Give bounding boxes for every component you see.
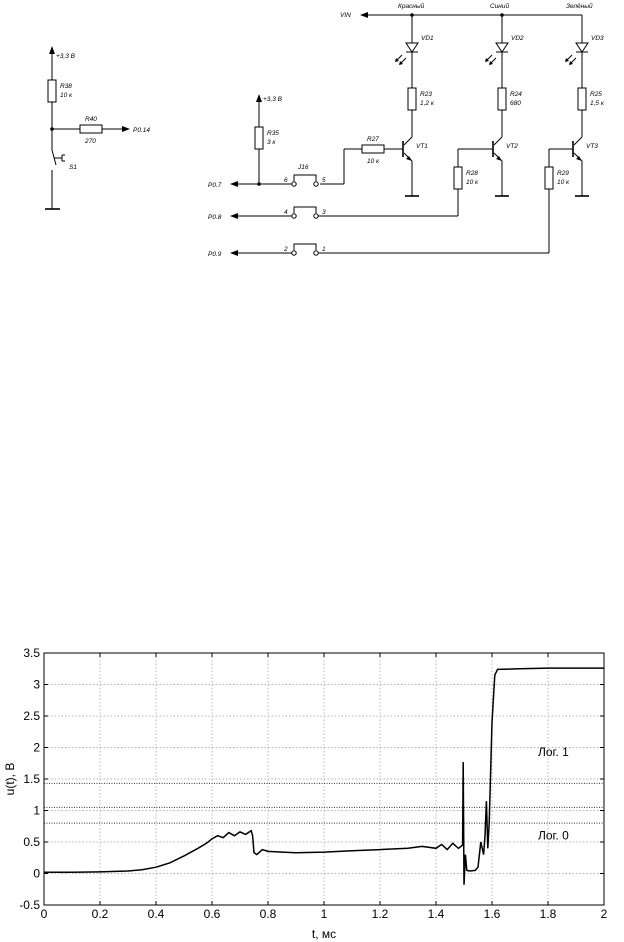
button-schematic: +3,3 В R38 10 к R40 270 P0.14 S1 <box>45 46 150 210</box>
r29-value: 10 к <box>557 179 570 186</box>
x-tick-label: 1.2 <box>372 907 389 921</box>
port-p07: P0.7 <box>208 182 222 189</box>
r35-resistor <box>254 126 264 150</box>
y-tick-label: 1.5 <box>23 772 40 786</box>
r23-value: 1,2 к <box>420 100 435 107</box>
x-tick-label: 1 <box>321 907 328 921</box>
x-tick-label: 0.6 <box>204 907 221 921</box>
x-axis-label: t, мс <box>312 927 336 941</box>
channel-blue: VD2 R24 680 VT2 R28 10 к <box>453 15 524 216</box>
x-tick-label: 0.4 <box>148 907 165 921</box>
r35-value: 3 к <box>267 139 276 146</box>
r38-value: 10 к <box>60 92 73 99</box>
port-p09: P0.9 <box>208 251 222 258</box>
pin-2: 2 <box>283 246 288 253</box>
y-tick-label: 1 <box>33 804 40 818</box>
y-tick-label: -0.5 <box>19 898 40 912</box>
x-tick-label: 1.4 <box>428 907 445 921</box>
x-tick-label: 0.8 <box>260 907 277 921</box>
x-tick-label: 2 <box>601 907 608 921</box>
pin-6: 6 <box>284 177 288 184</box>
supply-arrow-icon <box>49 46 55 54</box>
vt2-label: VT2 <box>506 143 518 150</box>
r24-value: 680 <box>510 100 521 107</box>
x-tick-label: 0 <box>41 907 48 921</box>
channel-red: VD1 R23 1,2 к VT1 <box>395 15 435 197</box>
y-tick-label: 0 <box>33 867 40 881</box>
r27-value: 10 к <box>367 158 380 165</box>
grid-layer <box>44 653 604 905</box>
reference-lines <box>44 782 604 824</box>
right-supply-label: +3,3 В <box>263 96 283 103</box>
r40-value: 270 <box>84 138 96 145</box>
vd2-label: VD2 <box>511 35 524 42</box>
vin-label: VIN <box>340 12 351 19</box>
color-blue: Синий <box>490 2 510 10</box>
vin-arrow-icon <box>360 12 368 18</box>
r40-name: R40 <box>85 116 97 123</box>
led-schematic: VIN Красный Синий Зелёный VD1 R23 1,2 к … <box>208 2 605 258</box>
pin-4: 4 <box>284 209 288 216</box>
x-tick-label: 1.8 <box>540 907 557 921</box>
r35-name: R35 <box>267 130 279 137</box>
r25-value: 1,5 к <box>590 100 605 107</box>
r27-resistor <box>361 144 385 154</box>
r23-name: R23 <box>420 91 432 98</box>
color-red: Красный <box>398 2 425 10</box>
out-arrow-icon <box>122 126 130 132</box>
vd1-label: VD1 <box>421 35 434 42</box>
y-axis-label: u(t), В <box>3 763 17 796</box>
y-tick-label: 2 <box>33 741 40 755</box>
r28-value: 10 к <box>466 179 479 186</box>
r38-name: R38 <box>60 83 72 90</box>
r27-name: R27 <box>367 136 379 143</box>
pin-5: 5 <box>322 177 326 184</box>
vt1-label: VT1 <box>416 143 428 150</box>
series-line-voltage <box>44 667 604 885</box>
y-tick-label: 3.5 <box>23 646 40 660</box>
r25-name: R25 <box>590 91 602 98</box>
r29-name: R29 <box>557 170 569 177</box>
y-tick-label: 2.5 <box>23 709 40 723</box>
pin-3: 3 <box>322 209 326 216</box>
left-out-label: P0.14 <box>133 127 150 134</box>
color-green: Зелёный <box>566 2 593 10</box>
r24-name: R24 <box>510 91 522 98</box>
annotation-log0: Лог. 0 <box>538 829 569 843</box>
annotation-log1: Лог. 1 <box>538 745 569 759</box>
port-p08: P0.8 <box>208 214 222 221</box>
jumper-name: J16 <box>297 164 309 171</box>
channel-green: VD3 R25 1,5 к VT3 R29 10 к <box>544 15 605 253</box>
vt3-label: VT3 <box>586 143 598 150</box>
vd3-label: VD3 <box>591 35 604 42</box>
r28-name: R28 <box>466 170 478 177</box>
switch-name: S1 <box>69 164 77 171</box>
x-tick-label: 0.2 <box>92 907 109 921</box>
x-tick-label: 1.6 <box>484 907 501 921</box>
pin-1: 1 <box>322 246 326 253</box>
jumper-block <box>291 174 319 256</box>
y-tick-label: 3 <box>33 678 40 692</box>
y-tick-label: 0.5 <box>23 835 40 849</box>
left-supply-label: +3,3 В <box>56 53 76 60</box>
